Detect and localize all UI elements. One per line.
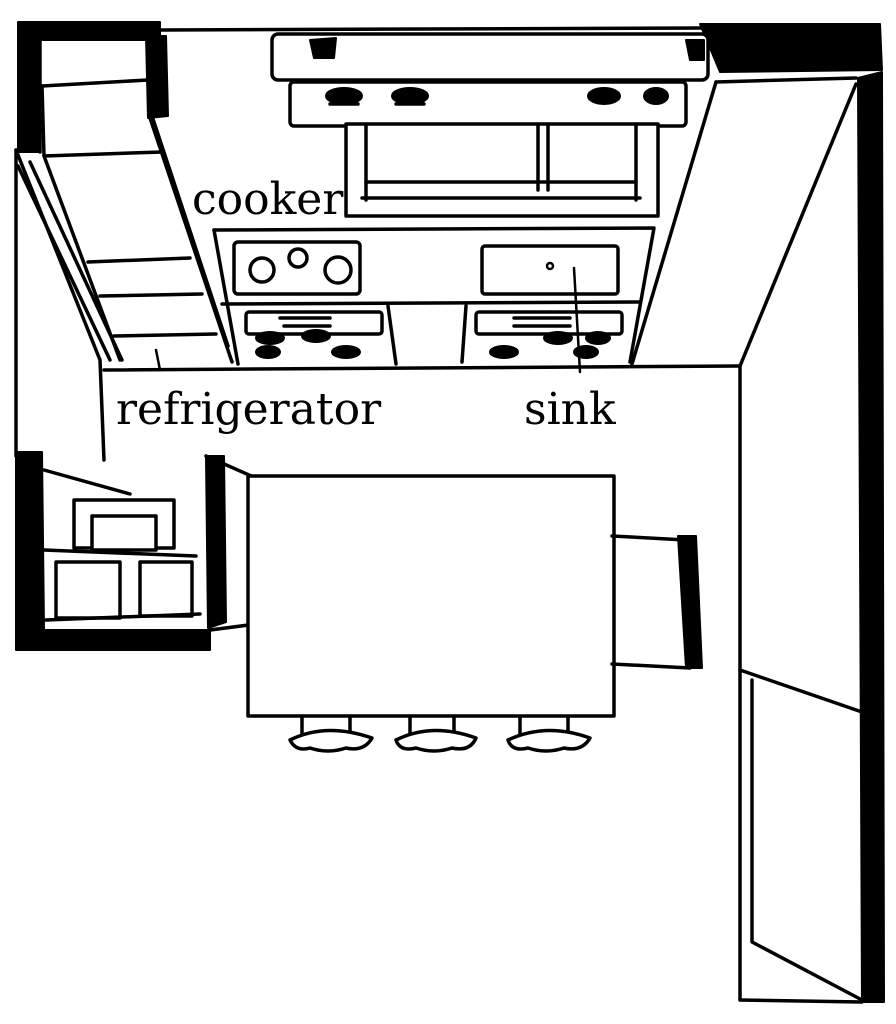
side-cabinet bbox=[42, 468, 202, 622]
island-table bbox=[204, 454, 703, 718]
refrigerator-label: refrigerator bbox=[116, 384, 382, 435]
sink-label: sink bbox=[524, 384, 616, 435]
cooker-label: cooker bbox=[192, 174, 344, 225]
bar-stools bbox=[288, 714, 592, 753]
window bbox=[344, 122, 660, 218]
outer-walls bbox=[15, 21, 885, 1003]
counter bbox=[212, 226, 656, 366]
cooker bbox=[232, 240, 384, 359]
wall-shelves bbox=[270, 32, 710, 128]
right-wall bbox=[630, 76, 864, 1004]
refrigerator bbox=[16, 78, 234, 372]
sink bbox=[474, 244, 624, 374]
